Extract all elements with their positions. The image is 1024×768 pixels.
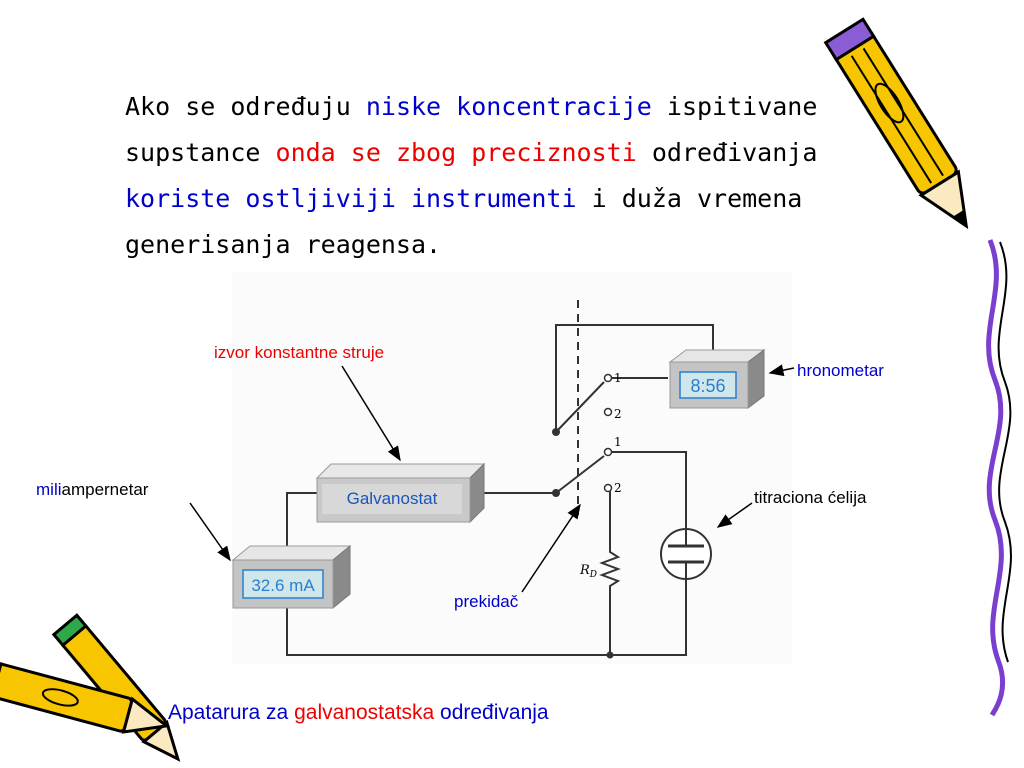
label-timer: hronometar bbox=[797, 361, 884, 380]
resistor-subscript: D bbox=[589, 570, 597, 580]
arrow-cell bbox=[716, 502, 753, 528]
caption-text-1: Apatarura za bbox=[168, 701, 289, 724]
arrow-timer bbox=[768, 364, 795, 377]
label-ammeter-rest: ampernetar bbox=[61, 480, 149, 499]
caption-text-2: galvanostatska bbox=[294, 701, 435, 724]
timer-display: 8:56 bbox=[690, 376, 725, 396]
intro-text-6: koriste ostljiviji instrumenti bbox=[125, 184, 577, 213]
intro-paragraph: Ako se određuju niske koncentracije ispi… bbox=[125, 84, 925, 268]
svg-text:RD: RD bbox=[579, 563, 597, 580]
arrow-switch bbox=[521, 503, 581, 593]
galvanostat-box: Galvanostat bbox=[315, 462, 486, 524]
ammeter-box: 32.6 mA bbox=[231, 544, 352, 610]
wavy-border-line bbox=[986, 239, 1006, 717]
resistor-label: R bbox=[579, 563, 590, 578]
resistor bbox=[599, 545, 621, 590]
pencil-top-right-icon bbox=[823, 17, 969, 230]
label-titration-cell: titraciona ćelija bbox=[754, 488, 867, 507]
label-ammeter: miliampernetar bbox=[36, 480, 148, 500]
titration-cell bbox=[660, 528, 712, 580]
caption-text-3: određivanja bbox=[440, 701, 549, 724]
timer-box: 8:56 bbox=[668, 349, 766, 409]
label-switch: prekidač bbox=[454, 592, 519, 611]
switch-2-pos-1: 1 bbox=[614, 435, 622, 449]
switch-pivot-2 bbox=[552, 489, 560, 497]
intro-text-4: onda se zbog preciznosti bbox=[275, 138, 637, 167]
intro-text-7: i duža vremena generisanja reagensa. bbox=[125, 184, 803, 259]
circuit-wires bbox=[286, 324, 714, 656]
galvanostat-label: Galvanostat bbox=[347, 489, 438, 508]
label-ammeter-prefix: mili bbox=[36, 480, 62, 499]
switch-pivot-1 bbox=[552, 428, 560, 436]
intro-text-2: niske koncentracije bbox=[365, 92, 652, 121]
ammeter-display: 32.6 mA bbox=[251, 576, 315, 595]
arrow-ammeter bbox=[189, 502, 231, 562]
switch-2-pos-2: 2 bbox=[614, 481, 622, 495]
intro-text-5: određivanja bbox=[651, 138, 818, 167]
intro-text-1: Ako se određuju bbox=[125, 92, 351, 121]
intro-text-3: ispitivane supstance bbox=[125, 92, 818, 167]
switch-blades bbox=[555, 300, 605, 515]
switch-1-pos-1: 1 bbox=[614, 371, 622, 385]
arrow-source bbox=[341, 365, 401, 462]
label-constant-current-source: izvor konstantne struje bbox=[214, 343, 385, 362]
figure-caption: Apatarura za galvanostatska određivanja bbox=[168, 701, 549, 725]
switch-1-pos-2: 2 bbox=[614, 407, 622, 421]
pencils-bottom-left-icon bbox=[0, 613, 181, 762]
